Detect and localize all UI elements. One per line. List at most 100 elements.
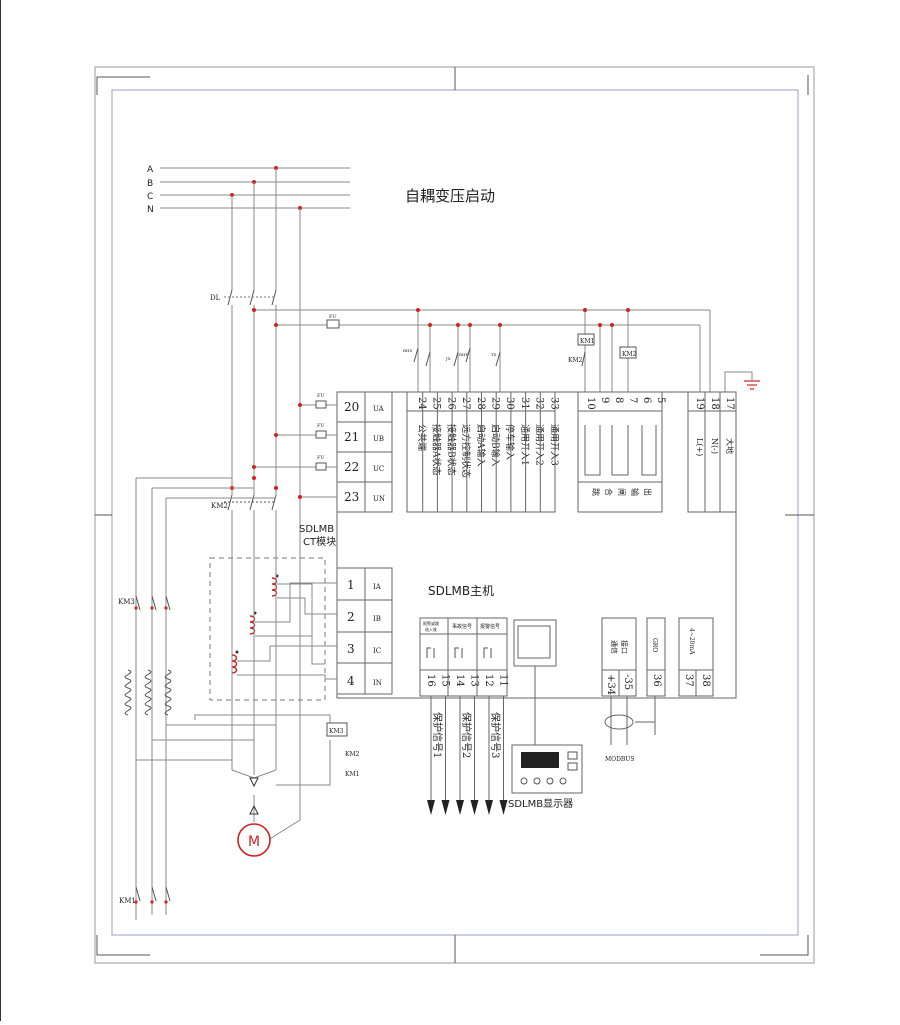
switch-label-1: JX — [445, 356, 451, 361]
input-terminal-num: 25 — [431, 397, 442, 410]
bus-label-b: B — [147, 179, 153, 189]
input-terminal-name: 停车输入 — [504, 424, 516, 460]
ct-module-label-2: CT模块 — [303, 536, 336, 548]
fu-label-2: FU — [317, 423, 325, 429]
km1-label: KM1 — [119, 897, 136, 905]
display-label: SDLMB显示器 — [508, 798, 573, 810]
input-terminal-num: 24 — [416, 397, 427, 410]
input-terminal-num: 29 — [490, 397, 501, 410]
protection-signal-label: 保护信号2 — [460, 712, 473, 758]
switch-label-0: RHS — [403, 348, 413, 353]
modbus-label: MODBUS — [605, 756, 634, 763]
star-point-icon — [249, 777, 259, 788]
main-feeders — [224, 168, 301, 720]
input-terminal-num: 33 — [548, 397, 559, 410]
display-device — [511, 744, 583, 794]
power-terminal-num: 19 — [694, 397, 705, 410]
current-terminal-name: IA — [373, 583, 382, 591]
voltage-terminal-name: UA — [373, 405, 385, 413]
protection-signal-label: 保护信号1 — [431, 712, 444, 758]
signal-terminal-num: 14 — [454, 674, 465, 687]
motor-terminal-icon — [249, 804, 259, 815]
voltage-terminal-name: UC — [373, 465, 384, 473]
current-terminal-num: 2 — [347, 610, 355, 624]
ct-wiring — [237, 582, 337, 680]
bus-bars — [160, 167, 350, 209]
relay-label: 输 — [630, 488, 640, 496]
relay-label: 闸 — [617, 488, 626, 496]
relay-terminal-num: 6 — [641, 397, 652, 403]
voltage-terminal-num: 23 — [344, 490, 359, 504]
signal-arrow-icon — [470, 800, 479, 815]
comm-terminal-num: 38 — [700, 674, 711, 687]
fu-label-top: FU — [329, 314, 337, 320]
motor-icon — [237, 823, 271, 857]
signal-arrow-icon — [456, 800, 464, 815]
km2-contact — [581, 351, 586, 367]
input-terminal-name: 接触器A状态 — [431, 424, 443, 476]
km2-contacts — [224, 494, 277, 511]
comm-terminal-num: 37 — [683, 674, 694, 687]
input-terminal-name: 通用开入2 — [534, 424, 545, 466]
gro-label: GRO — [651, 638, 658, 652]
signal-terminal-num: 15 — [440, 674, 451, 687]
current-terminal-num: 4 — [347, 674, 355, 688]
comm-terminal-num: -35 — [622, 674, 633, 690]
signal-terminal-block — [419, 617, 508, 697]
input-terminal-name: 通用开入1 — [519, 424, 530, 466]
voltage-terminal-num: 22 — [344, 460, 359, 474]
input-terminal-name: 公共端 — [416, 424, 428, 451]
autotransformer-windings — [124, 669, 172, 716]
km3-coil-label: KM3 — [329, 728, 344, 735]
relay-terminal-num: 10 — [585, 397, 596, 410]
relay-label: 合 — [604, 488, 614, 496]
current-terminal-num: 3 — [347, 642, 355, 656]
ct-module-label-1: SDLMB — [299, 524, 334, 535]
km2-side-label: KM2 — [345, 751, 360, 758]
input-terminal-num: 27 — [460, 397, 471, 410]
voltage-terminal-name: UB — [373, 435, 384, 443]
comm-terminal-num: 36 — [651, 674, 662, 687]
km3-coil — [326, 722, 348, 737]
switch-label-3: TX — [491, 352, 497, 357]
bus-label-c: C — [147, 192, 153, 202]
km3-contacts — [135, 595, 171, 611]
input-terminal-num: 32 — [534, 397, 545, 410]
drawing-frame — [94, 66, 815, 964]
current-terminal-name: IC — [373, 647, 381, 655]
input-terminal-name: 远方控制状态 — [460, 424, 472, 478]
signal-arrow-icon — [441, 800, 450, 815]
input-switches — [413, 347, 501, 367]
km2-coil — [619, 346, 637, 359]
control-wiring — [254, 309, 753, 392]
signal-terminal-num: 13 — [469, 674, 480, 687]
relay-label: 跳 — [591, 488, 601, 496]
control-junction-dots — [252, 308, 630, 327]
signal-arrow-icon — [427, 800, 435, 815]
relay-label: 出 — [643, 488, 653, 496]
input-terminal-name: 接触器B状态 — [445, 424, 457, 476]
fu-label-1: FU — [317, 393, 325, 399]
signal-arrow-icon — [499, 800, 508, 815]
relay-terminal-num: 7 — [627, 397, 638, 403]
protection-signal-label: 保护信号3 — [489, 712, 502, 758]
power-terminal-num: 18 — [709, 397, 720, 410]
relay-terminal-num: 9 — [599, 397, 610, 403]
input-terminal-num: 26 — [445, 397, 456, 410]
km3-label: KM3 — [118, 598, 135, 606]
input-terminal-name: 通用开入3 — [548, 424, 559, 466]
voltage-fuses — [315, 400, 327, 471]
current-terminal-num: 1 — [347, 578, 355, 592]
label-dl: DL — [210, 294, 221, 302]
fu-label-3: FU — [317, 455, 325, 461]
input-terminal-num: 30 — [504, 397, 515, 410]
power-terminal-num: 17 — [724, 397, 735, 410]
km1-coil — [577, 333, 595, 346]
power-terminal-name: L(+) — [695, 438, 704, 456]
